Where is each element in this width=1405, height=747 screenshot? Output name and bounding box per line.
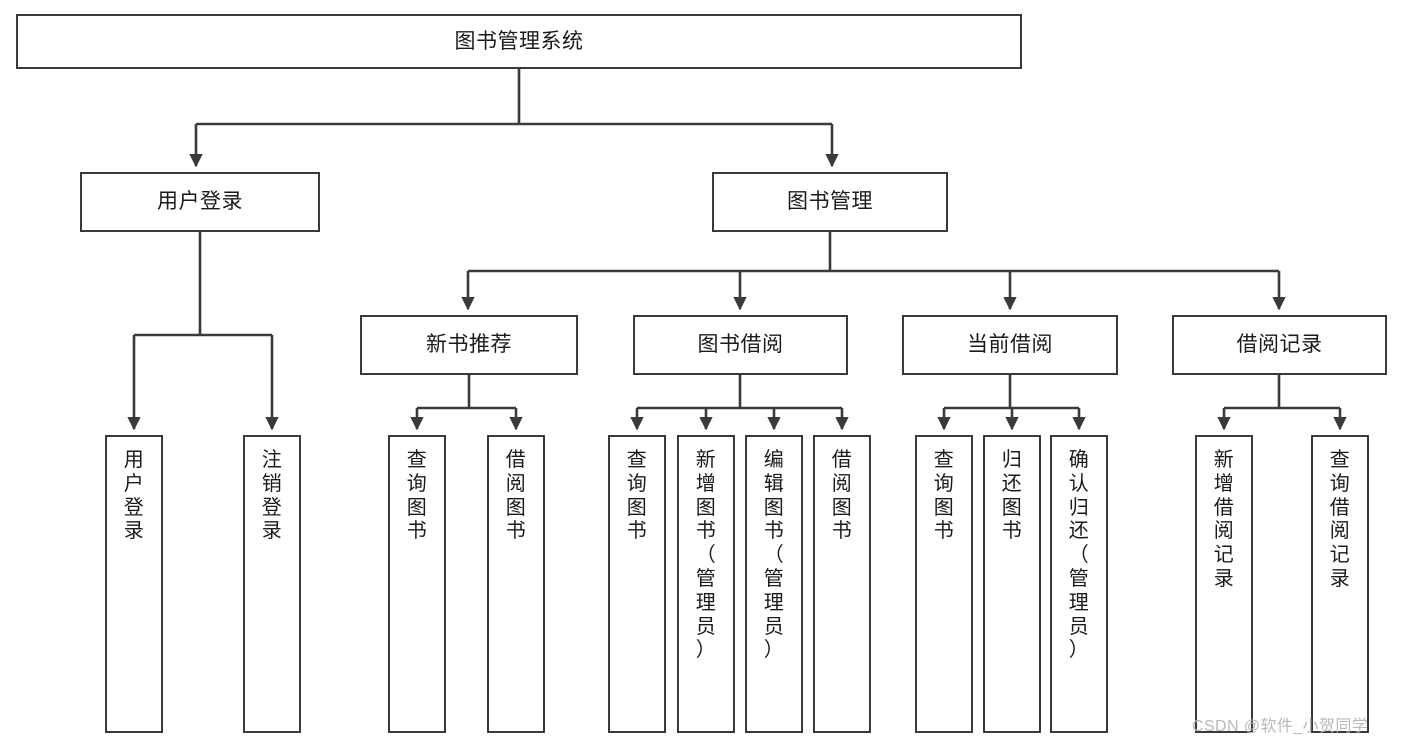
node-leaf-user-login-label: 用 户 登 录 <box>123 449 145 543</box>
node-book-borrow[interactable]: 图书借阅 <box>633 315 848 375</box>
node-leaf-br-query[interactable]: 查 询 借 阅 记 录 <box>1311 435 1369 733</box>
node-leaf-cb-confirm-label: 确 认 归 还 （ 管 理 员 ） <box>1068 449 1090 662</box>
node-leaf-bb-borrow-label: 借 阅 图 书 <box>831 449 853 543</box>
node-borrow-record[interactable]: 借阅记录 <box>1172 315 1387 375</box>
node-leaf-cb-query-label: 查 询 图 书 <box>933 449 955 543</box>
node-book-manage[interactable]: 图书管理 <box>712 172 948 232</box>
node-leaf-user-login[interactable]: 用 户 登 录 <box>105 435 163 733</box>
node-leaf-rec-borrow[interactable]: 借 阅 图 书 <box>487 435 545 733</box>
node-root[interactable]: 图书管理系统 <box>16 14 1022 69</box>
node-new-book-rec[interactable]: 新书推荐 <box>360 315 578 375</box>
node-leaf-rec-query-label: 查 询 图 书 <box>406 449 428 543</box>
node-leaf-br-query-label: 查 询 借 阅 记 录 <box>1329 449 1351 590</box>
node-leaf-bb-query[interactable]: 查 询 图 书 <box>608 435 666 733</box>
node-leaf-bb-add-label: 新 增 图 书 （ 管 理 员 ） <box>695 449 717 662</box>
node-leaf-cb-return[interactable]: 归 还 图 书 <box>983 435 1041 733</box>
node-root-label: 图书管理系统 <box>454 29 584 53</box>
node-new-book-rec-label: 新书推荐 <box>426 333 512 357</box>
node-current-borrow-label: 当前借阅 <box>967 333 1053 357</box>
node-leaf-br-add-label: 新 增 借 阅 记 录 <box>1213 449 1235 590</box>
node-leaf-cb-confirm[interactable]: 确 认 归 还 （ 管 理 员 ） <box>1050 435 1108 733</box>
node-leaf-br-add[interactable]: 新 增 借 阅 记 录 <box>1195 435 1253 733</box>
node-leaf-cb-return-label: 归 还 图 书 <box>1001 449 1023 543</box>
node-leaf-bb-query-label: 查 询 图 书 <box>626 449 648 543</box>
node-user-login[interactable]: 用户登录 <box>80 172 320 232</box>
node-leaf-user-logout-label: 注 销 登 录 <box>261 449 283 543</box>
node-leaf-bb-add[interactable]: 新 增 图 书 （ 管 理 员 ） <box>677 435 735 733</box>
node-user-login-label: 用户登录 <box>157 190 243 214</box>
node-leaf-user-logout[interactable]: 注 销 登 录 <box>243 435 301 733</box>
node-book-manage-label: 图书管理 <box>787 190 873 214</box>
node-current-borrow[interactable]: 当前借阅 <box>902 315 1118 375</box>
node-leaf-bb-edit-label: 编 辑 图 书 （ 管 理 员 ） <box>763 449 785 662</box>
node-leaf-rec-borrow-label: 借 阅 图 书 <box>505 449 527 543</box>
node-leaf-bb-borrow[interactable]: 借 阅 图 书 <box>813 435 871 733</box>
node-book-borrow-label: 图书借阅 <box>697 333 784 357</box>
node-leaf-bb-edit[interactable]: 编 辑 图 书 （ 管 理 员 ） <box>745 435 803 733</box>
node-leaf-cb-query[interactable]: 查 询 图 书 <box>915 435 973 733</box>
node-borrow-record-label: 借阅记录 <box>1236 333 1323 357</box>
node-leaf-rec-query[interactable]: 查 询 图 书 <box>388 435 446 733</box>
